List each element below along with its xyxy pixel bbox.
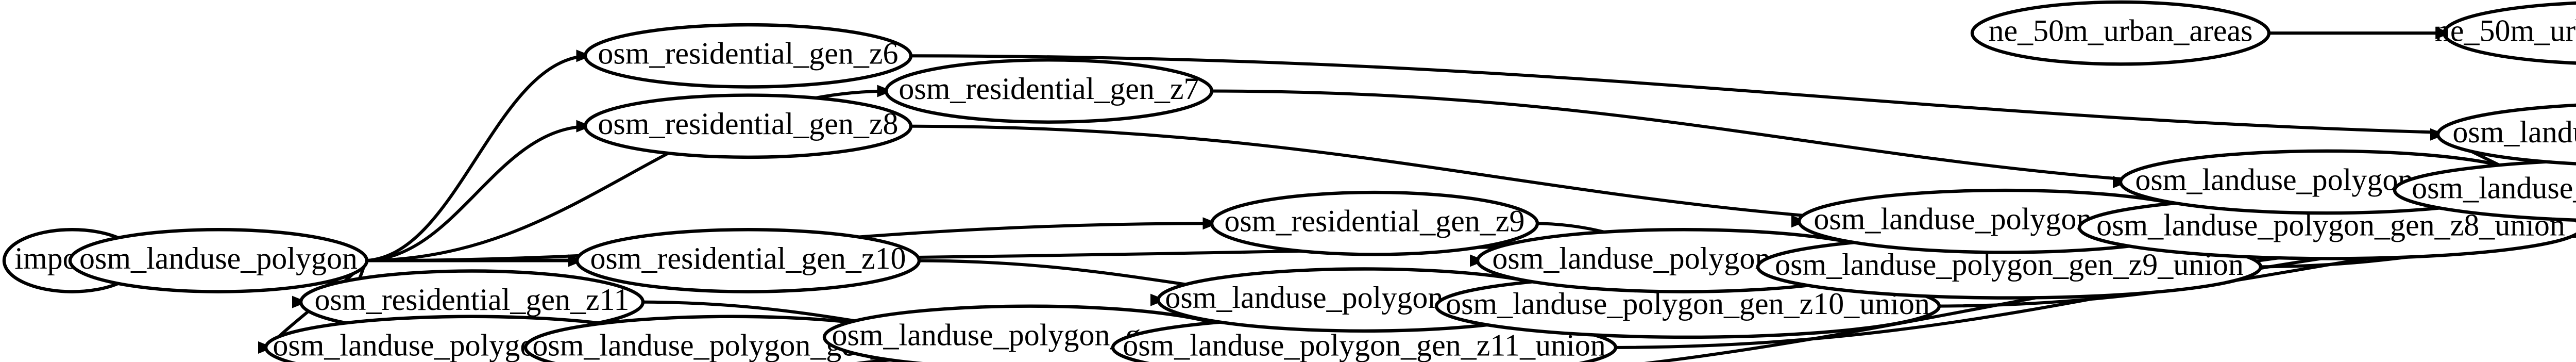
node-osm_landuse_polygon_gen_z9_union[interactable]: osm_landuse_polygon_gen_z9_union	[1756, 234, 2263, 300]
node-label: osm_residential_gen_z6	[598, 36, 898, 71]
node-label: ne_50m_urban_areas_gen_z5	[2435, 13, 2576, 48]
node-osm_residential_gen_z9[interactable]: osm_residential_gen_z9	[1210, 190, 1539, 256]
node-label: osm_residential_gen_z7	[899, 71, 1199, 106]
node-shape	[2393, 159, 2576, 222]
node-label: osm_landuse_polygon_gen_z7_union	[2412, 170, 2576, 205]
node-shape	[2442, 1, 2576, 65]
node-ne_50m_urban_areas_gen_z5[interactable]: ne_50m_urban_areas_gen_z5	[2435, 1, 2576, 65]
node-shape	[575, 228, 921, 293]
node-label: osm_residential_gen_z8	[598, 106, 898, 141]
node-osm_residential_gen_z10[interactable]: osm_residential_gen_z10	[575, 228, 921, 293]
node-shape	[583, 23, 913, 89]
node-label: osm_landuse_polygon_gen_z11_union	[1123, 327, 1606, 362]
node-osm_landuse_polygon[interactable]: osm_landuse_polygon	[68, 228, 369, 293]
node-shape	[1210, 190, 1539, 256]
node-shape	[884, 58, 1214, 124]
node-label: osm_landuse_polygon_gen_z6	[2452, 114, 2576, 149]
node-osm_landuse_polygon_gen_z11_union[interactable]: osm_landuse_polygon_gen_z11_union	[1111, 315, 1618, 362]
node-shape	[583, 93, 913, 159]
node-osm_landuse_polygon_gen_z7_union[interactable]: osm_landuse_polygon_gen_z7_union	[2393, 159, 2576, 222]
node-ne_50m_urban_areas[interactable]: ne_50m_urban_areas	[1970, 0, 2271, 66]
node-label: ne_50m_urban_areas	[1988, 13, 2252, 48]
node-label: osm_residential_gen_z11	[315, 282, 630, 317]
node-osm_residential_gen_z7[interactable]: osm_residential_gen_z7	[884, 58, 1214, 124]
node-osm_residential_gen_z6[interactable]: osm_residential_gen_z6	[583, 23, 913, 89]
node-label: osm_landuse_polygon	[79, 241, 358, 275]
node-label: osm_residential_gen_z9	[1224, 204, 1524, 238]
edge-osm_landuse_polygon-to-osm_residential_gen_z6	[362, 50, 592, 262]
node-osm_landuse_polygon_gen_z6[interactable]: osm_landuse_polygon_gen_z6	[2436, 103, 2576, 166]
node-shape	[1970, 0, 2271, 66]
node-shape	[68, 228, 369, 293]
edge-osm_residential_gen_z6-to-osm_landuse_polygon_gen_z6_union	[906, 54, 2576, 137]
node-osm_residential_gen_z8[interactable]: osm_residential_gen_z8	[583, 93, 913, 159]
node-shape	[2436, 103, 2576, 166]
node-label: osm_residential_gen_z10	[590, 241, 906, 275]
edge-osm_landuse_polygon-to-osm_residential_gen_z8	[362, 120, 592, 262]
